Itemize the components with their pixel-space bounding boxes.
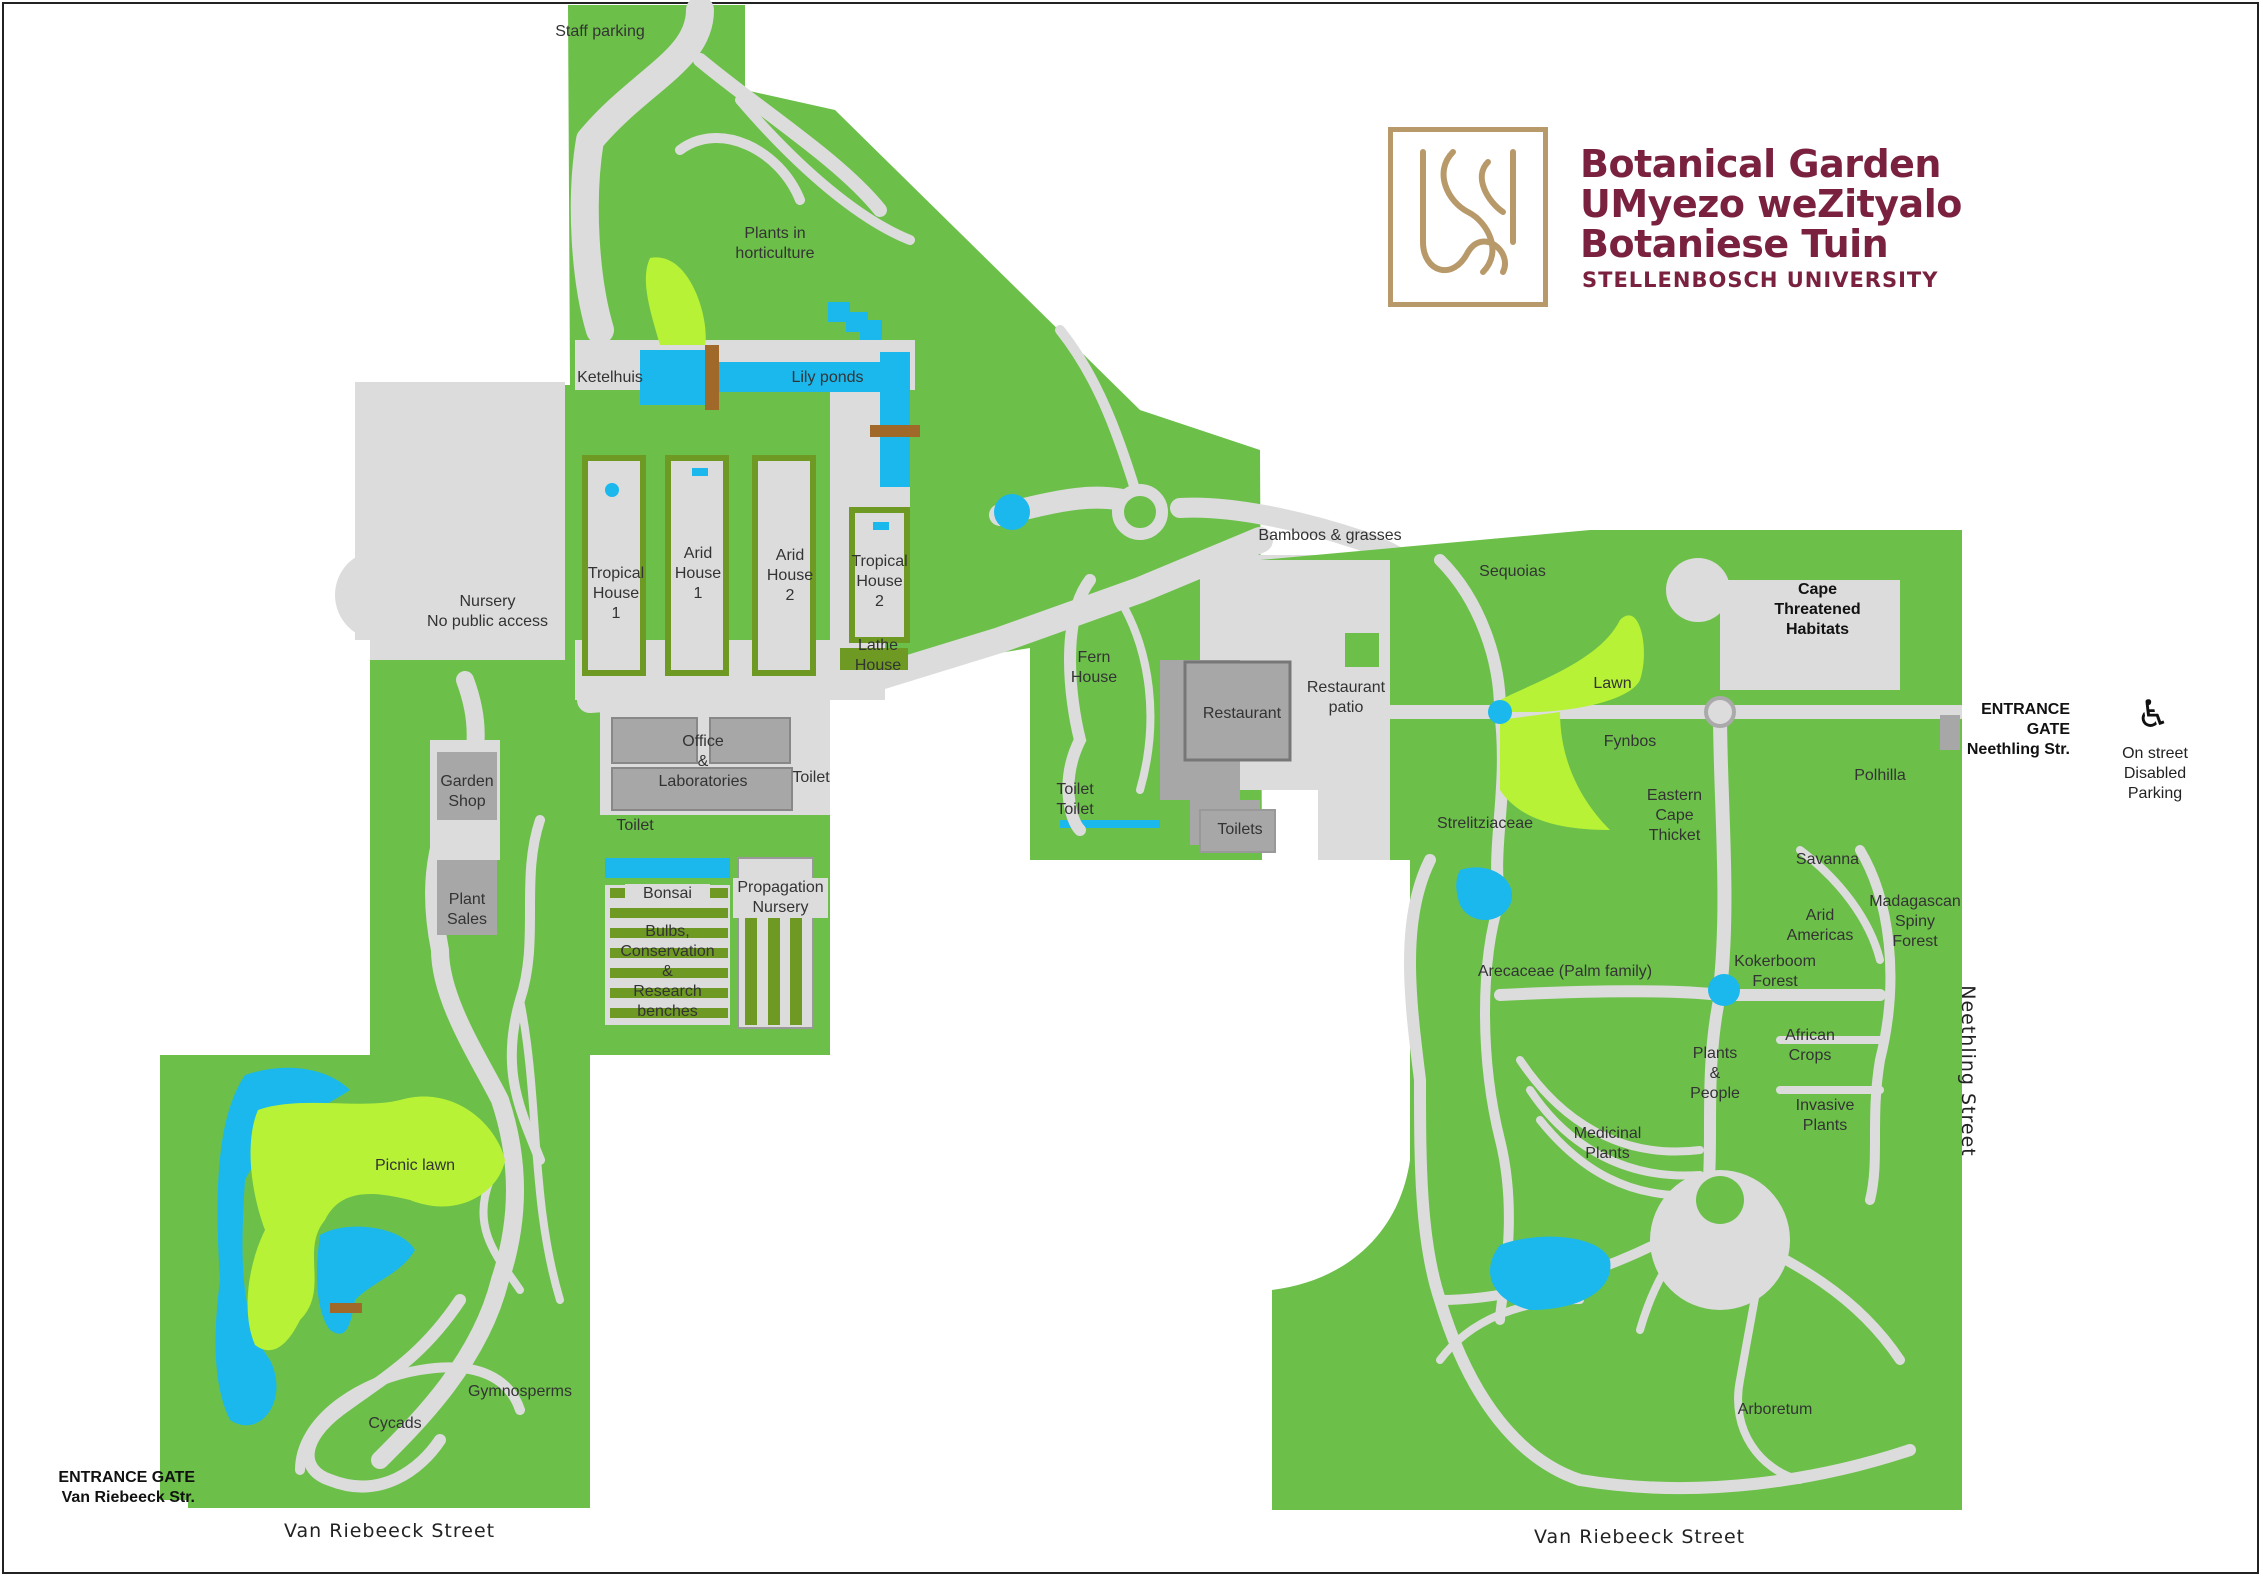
greenhouses [582,455,910,676]
restaurant-complex [1060,555,1390,860]
label-fern-house[interactable]: Fern House [1070,649,1118,686]
label-toilets[interactable]: Toilets [1217,821,1263,838]
label-toilet-fern[interactable]: Toilet Toilet [1056,781,1094,818]
lily-ponds [605,302,1030,530]
label-toilet-office-left[interactable]: Toilet [616,817,654,834]
label-eastern-cape-thicket[interactable]: Eastern Cape Thicket [1646,787,1703,844]
label-ketelhuis[interactable]: Ketelhuis [577,369,643,386]
label-cycads[interactable]: Cycads [368,1415,422,1432]
pond-east-north [1456,867,1512,920]
label-bamboos-grasses[interactable]: Bamboos & grasses [1258,527,1402,544]
brand-university: STELLENBOSCH UNIVERSITY [1582,268,1939,292]
wheelchair-icon: ♿ [2136,692,2171,736]
arid-house-1-frame [665,455,729,676]
label-african-crops[interactable]: African Crops [1785,1027,1835,1064]
street-van-riebeeck-left: Van Riebeeck Street [284,1520,496,1542]
label-invasive-plants[interactable]: Invasive Plants [1795,1097,1855,1134]
label-polhilla[interactable]: Polhilla [1854,767,1906,784]
label-kokerboom-forest[interactable]: Kokerboom Forest [1734,953,1816,990]
tropical-house-2-frame [849,507,910,643]
label-nursery[interactable]: Nursery No public access [427,593,548,630]
stellenbosch-university-logo-icon [1388,127,1548,307]
gate-van-riebeeck-line2: Van Riebeeck Str. [61,1489,195,1506]
label-toilet-office-right[interactable]: Toilet [792,769,830,786]
lawn-light-east [1500,615,1644,712]
label-bonsai[interactable]: Bonsai [625,884,710,904]
nursery-beds [605,857,814,1029]
brand-title: Botanical Garden UMyezo weZityalo Botani… [1580,144,1962,264]
brand-title-line-1: Botanical Garden [1580,142,1941,186]
label-sequoias[interactable]: Sequoias [1479,563,1546,580]
label-office-labs[interactable]: Office & Laboratories [658,733,748,790]
label-propagation-nursery[interactable]: Propagation Nursery [733,878,828,918]
label-arid-house-2[interactable]: Arid House 2 [766,547,814,604]
label-staff-parking[interactable]: Staff parking [555,23,645,40]
pond-west [215,1067,350,1426]
gate-van-riebeeck-line1: ENTRANCE GATE [58,1469,195,1486]
pond-east-south [1490,1236,1611,1310]
label-arid-house-1[interactable]: Arid House 1 [674,545,722,602]
light-lawn-north [645,257,706,345]
label-arecaceae[interactable]: Arecaceae (Palm family) [1477,963,1653,980]
gate-neethling-line1: ENTRANCE GATE [1981,701,2070,738]
label-restaurant-patio[interactable]: Restaurant patio [1306,679,1386,716]
shop-buildings [437,752,497,935]
label-tropical-house-1[interactable]: Tropical House 1 [587,565,645,622]
label-fynbos[interactable]: Fynbos [1603,733,1657,750]
label-bulbs[interactable]: Bulbs, Conservation & Research benches [620,923,715,1020]
east-features [1456,558,1960,1310]
label-restaurant[interactable]: Restaurant [1202,705,1282,722]
arid-house-2-frame [752,455,816,676]
gate-van-riebeeck[interactable]: ENTRANCE GATE Van Riebeeck Str. [30,1468,195,1508]
label-lathe-house[interactable]: Lathe House [854,637,902,674]
picnic-lawn-light [247,1096,505,1351]
label-disabled-parking: On street Disabled Parking [2122,745,2188,802]
label-plants-in-horticulture[interactable]: Plants in horticulture [735,225,815,262]
label-cape-threatened-habitats[interactable]: Cape Threatened Habitats [1774,581,1861,638]
label-plant-sales[interactable]: Plant Sales [446,891,488,928]
label-picnic-lawn[interactable]: Picnic lawn [374,1157,456,1174]
label-savanna[interactable]: Savanna [1795,851,1860,868]
gate-neethling[interactable]: ENTRANCE GATE Neethling Str. [1940,700,2070,760]
picnic-water [215,1067,505,1426]
logo-emblem-icon [1420,149,1516,275]
label-garden-shop[interactable]: Garden Shop [440,773,494,810]
brand-title-line-2: UMyezo weZityalo [1580,182,1962,226]
label-tropical-house-2[interactable]: Tropical House 2 [851,553,908,610]
gate-neethling-line2: Neethling Str. [1966,741,2070,758]
label-strelitziaceae[interactable]: Strelitziaceae [1436,815,1534,832]
lathe-house-frame [840,648,908,670]
label-madagascan-spiny-forest[interactable]: Madagascan Spiny Forest [1869,893,1961,950]
label-lily-ponds[interactable]: Lily ponds [791,369,864,386]
neethling-road [1962,530,1997,1510]
label-plants-people[interactable]: Plants & People [1690,1045,1740,1102]
street-neethling: Neethling Street [1956,985,1979,1157]
office-buildings [611,715,794,815]
label-medicinal-plants[interactable]: Medicinal Plants [1573,1125,1642,1162]
label-arboretum[interactable]: Arboretum [1737,1401,1813,1418]
label-gymnosperms[interactable]: Gymnosperms [467,1383,573,1400]
brand-title-line-3: Botaniese Tuin [1580,222,1889,266]
label-lawn[interactable]: Lawn [1593,675,1632,692]
street-van-riebeeck-right: Van Riebeeck Street [1534,1526,1746,1548]
label-arid-americas[interactable]: Arid Americas [1786,907,1854,944]
